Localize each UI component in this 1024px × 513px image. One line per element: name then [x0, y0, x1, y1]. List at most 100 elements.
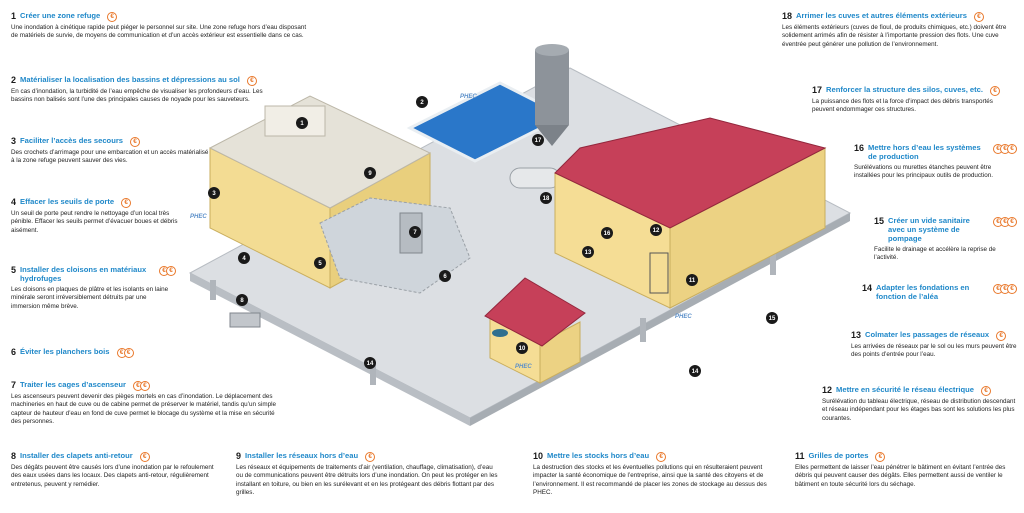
annotation-title: Créer un vide sanitaire avec un système …: [888, 216, 970, 243]
marker-14: 14: [364, 357, 376, 369]
marker-14b: 14: [689, 365, 701, 377]
svg-text:18: 18: [543, 196, 550, 202]
svg-text:16: 16: [604, 231, 611, 237]
euro-coin-icon: €: [107, 12, 118, 22]
svg-text:6: 6: [443, 274, 447, 280]
euro-coin-icon: €: [166, 266, 176, 276]
svg-text:7: 7: [413, 230, 417, 236]
annotation-title: Arrimer les cuves et autres éléments ext…: [796, 11, 967, 20]
marker-10: 10: [516, 342, 528, 354]
annotation-title: Installer des cloisons en matériaux hydr…: [20, 265, 147, 283]
annotation-title: Effacer les seuils de porte: [20, 197, 115, 206]
svg-text:13: 13: [585, 250, 592, 256]
euro-coin-icon: €: [996, 331, 1007, 341]
interior-cutaway: [319, 197, 471, 294]
marker-7: 7: [409, 226, 421, 238]
annotation-title: Traiter les cages d’ascenseur: [20, 380, 126, 389]
annotation-title: Renforcer la structure des silos, cuves,…: [826, 85, 984, 94]
marker-5: 5: [314, 257, 326, 269]
annotation-title: Adapter les fondations en fonction de l’…: [876, 283, 970, 301]
annotation-title: Installer les réseaux hors d’eau: [245, 451, 359, 460]
marker-18: 18: [540, 192, 552, 204]
marker-12: 12: [650, 224, 662, 236]
annotation-title: Installer des clapets anti-retour: [20, 451, 133, 460]
annotation-title: Grilles de portes: [808, 451, 869, 460]
euro-coin-icon: €: [139, 452, 150, 462]
silo-cone: [535, 125, 569, 146]
euro-coin-icon: €: [875, 452, 886, 462]
cost-coins: €: [365, 452, 376, 462]
annotation-title: Mettre les stocks hors d’eau: [547, 451, 650, 460]
svg-text:4: 4: [242, 256, 246, 262]
marker-9: 9: [364, 167, 376, 179]
cost-coins: €: [121, 198, 132, 208]
euro-coin-icon: €: [656, 452, 667, 462]
marker-2: 2: [416, 96, 428, 108]
euro-coin-icon: €: [1007, 217, 1017, 227]
marker-17: 17: [532, 134, 544, 146]
marker-15: 15: [766, 312, 778, 324]
cost-coins: €: [107, 12, 118, 22]
marker-6: 6: [439, 270, 451, 282]
door-grille: [649, 252, 669, 294]
silo-top: [535, 44, 569, 56]
svg-text:1: 1: [300, 121, 304, 127]
cost-coins: €: [996, 331, 1007, 341]
marker-16: 16: [601, 227, 613, 239]
euro-coin-icon: €: [981, 386, 992, 396]
phec-label: PHEC: [515, 364, 532, 370]
svg-text:15: 15: [769, 316, 776, 322]
storage-shed-side: [539, 321, 581, 384]
euro-coin-icon: €: [365, 452, 376, 462]
ground-slab-edge: [470, 213, 850, 426]
svg-text:5: 5: [318, 261, 322, 267]
svg-text:9: 9: [368, 171, 372, 177]
svg-text:8: 8: [240, 298, 244, 304]
phec-label: PHEC: [460, 94, 477, 100]
foundation-pile: [210, 280, 216, 300]
foundation-pile: [770, 253, 776, 275]
cost-coins: €€: [116, 348, 134, 358]
cost-coins: €: [656, 452, 667, 462]
marker-4: 4: [238, 252, 250, 264]
euro-coin-icon: €: [246, 76, 257, 86]
cost-coins: €: [973, 12, 984, 22]
annotation-title: Faciliter l’accès des secours: [20, 136, 124, 145]
euro-coin-icon: €: [130, 137, 141, 147]
marker-8: 8: [236, 294, 248, 306]
cost-coins: €€: [132, 381, 150, 391]
marker-3: 3: [208, 187, 220, 199]
annotation-title: Mettre en sécurité le réseau électrique: [836, 385, 975, 394]
cost-coins: €€€: [993, 284, 1017, 294]
euro-coin-icon: €: [121, 198, 132, 208]
svg-text:12: 12: [653, 228, 660, 234]
cost-coins: €: [990, 86, 1001, 96]
storage-shed-roof: [484, 277, 586, 347]
svg-text:11: 11: [689, 278, 696, 284]
svg-text:14: 14: [367, 361, 374, 367]
workshop-roof: [554, 117, 827, 229]
marker-11: 11: [686, 274, 698, 286]
stock-barrel: [492, 329, 508, 337]
euro-coin-icon: €: [123, 348, 134, 358]
euro-coin-icon: €: [1007, 144, 1017, 154]
cost-coins: €€: [159, 266, 176, 276]
annotation-title: Colmater les passages de réseaux: [865, 330, 990, 339]
backflow-valve: [229, 312, 261, 328]
cost-coins: €: [130, 137, 141, 147]
cost-coins: €: [139, 452, 150, 462]
cost-coins: €: [981, 386, 992, 396]
